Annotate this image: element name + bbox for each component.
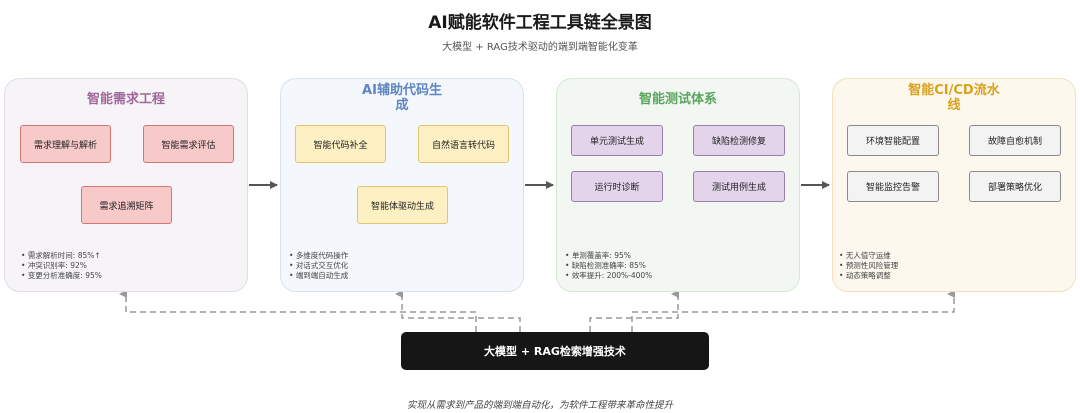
page-subtitle: 大模型 + RAG技术驱动的端到端智能化变革 [442, 42, 638, 53]
module-deploy-strategy: 部署策略优化 [969, 171, 1061, 202]
stage-codegen-title-line2: 成 [395, 98, 409, 113]
stage-cicd-title-line1: 智能CI/CD流水 [908, 83, 1000, 98]
module-nl-to-code: 自然语言转代码 [418, 125, 509, 163]
module-env-config: 环境智能配置 [847, 125, 939, 156]
stage-cicd-title-line2: 线 [947, 98, 961, 113]
stage-cicd-metrics: 无人值守运维 预测性风险管理 动态策略调整 [839, 251, 899, 281]
module-requirement-traceability: 需求追溯矩阵 [81, 186, 172, 224]
module-self-healing: 故障自愈机制 [969, 125, 1061, 156]
core-technology-box: 大模型 + RAG检索增强技术 [401, 332, 709, 370]
page-title: AI赋能软件工程工具链全景图 [428, 13, 652, 33]
stage-codegen-title-line1: AI辅助代码生 [362, 83, 442, 98]
metric-item: 端到端自动生成 [289, 271, 349, 281]
metric-item: 缺陷检测准确率: 85% [565, 261, 652, 271]
metric-item: 变更分析准确度: 95% [21, 271, 102, 281]
stage-requirements-panel: 智能需求工程 需求理解与解析 智能需求评估 需求追溯矩阵 需求解析时间: 85%… [4, 78, 248, 292]
stage-cicd-title: 智能CI/CD流水 线 [833, 83, 1075, 113]
stage-testing-panel: 智能测试体系 单元测试生成 缺陷检测修复 运行时诊断 测试用例生成 单测覆盖率:… [556, 78, 800, 292]
footer-caption: 实现从需求到产品的端到端自动化，为软件工程带来革命性提升 [406, 400, 673, 411]
stage-cicd-panel: 智能CI/CD流水 线 环境智能配置 故障自愈机制 智能监控告警 部署策略优化 … [832, 78, 1076, 292]
stage-codegen-metrics: 多维度代码操作 对话式交互优化 端到端自动生成 [289, 251, 349, 281]
metric-item: 效率提升: 200%-400% [565, 271, 653, 281]
module-agent-generation: 智能体驱动生成 [357, 186, 448, 224]
stage-testing-title: 智能测试体系 [638, 92, 717, 107]
module-test-case-generation: 测试用例生成 [693, 171, 785, 202]
module-defect-detection: 缺陷检测修复 [693, 125, 785, 156]
stage-testing-metrics: 单测覆盖率: 95% 缺陷检测准确率: 85% 效率提升: 200%-400% [565, 251, 653, 281]
feedback-line-3 [589, 290, 679, 332]
metric-item: 对话式交互优化 [289, 261, 349, 271]
feedback-line-2 [395, 290, 521, 332]
metric-item: 冲突识别率: 92% [21, 261, 102, 271]
feedback-line-4 [631, 290, 955, 332]
metric-item: 预测性风险管理 [839, 261, 899, 271]
module-unit-test-generation: 单元测试生成 [571, 125, 663, 156]
module-requirement-parsing: 需求理解与解析 [20, 125, 111, 163]
module-runtime-diagnosis: 运行时诊断 [571, 171, 663, 202]
metric-item: 动态策略调整 [839, 271, 898, 281]
module-requirement-evaluation: 智能需求评估 [143, 125, 234, 163]
stage-codegen-panel: AI辅助代码生 成 智能代码补全 自然语言转代码 智能体驱动生成 多维度代码操作… [280, 78, 524, 292]
metric-item: 无人值守运维 [839, 251, 898, 261]
stage-requirements-metrics: 需求解析时间: 85%↑ 冲突识别率: 92% 变更分析准确度: 95% [21, 251, 102, 281]
feedback-line-1 [119, 290, 477, 332]
stage-requirements-title: 智能需求工程 [86, 92, 165, 107]
metric-item: 多维度代码操作 [289, 251, 349, 261]
module-monitoring-alert: 智能监控告警 [847, 171, 939, 202]
metric-item: 单测覆盖率: 95% [565, 251, 652, 261]
module-code-completion: 智能代码补全 [295, 125, 386, 163]
metric-item: 需求解析时间: 85%↑ [21, 251, 102, 261]
stage-codegen-title: AI辅助代码生 成 [281, 83, 523, 113]
